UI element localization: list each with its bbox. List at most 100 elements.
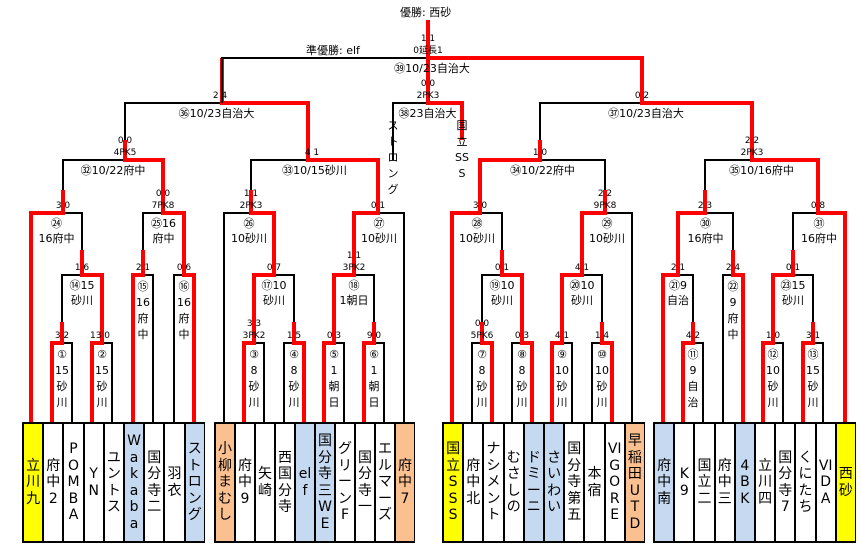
win-path-line: [520, 322, 534, 424]
win-path-line: [771, 250, 795, 322]
match-label: ㉛: [813, 217, 825, 230]
match-label: ⑭15: [69, 279, 95, 292]
win-path-line: [640, 58, 754, 140]
match-label: 16府中: [687, 232, 724, 245]
team-box: 府中三: [713, 422, 735, 543]
match-label: 砂川: [491, 294, 513, 307]
match-label: ㉒9府中: [727, 280, 739, 341]
team-box: 本宿: [583, 422, 605, 543]
pk-score: 3PK2: [242, 331, 266, 341]
match-label: ④8砂川: [288, 348, 300, 409]
team-box: 国立二: [693, 422, 715, 543]
pk-score: 9PK8: [593, 201, 617, 211]
match-score: 1 1: [420, 34, 436, 44]
match-score: 0 2: [634, 91, 650, 101]
team-name: 国分寺二: [147, 449, 162, 516]
win-path-line: [90, 322, 104, 424]
match-label: ⑥1朝日: [368, 348, 380, 409]
win-path-line: [161, 190, 186, 250]
m38-right-team: 国立SSS: [455, 119, 469, 180]
team-name: elf: [298, 466, 312, 499]
win-path-line: [242, 322, 256, 424]
win-path-line: [560, 250, 584, 322]
team-box: ストロング: [183, 422, 205, 543]
win-path-line: [306, 140, 380, 190]
win-path-line: [550, 322, 564, 424]
match-label: 16府中: [801, 232, 837, 245]
match-label: ⑰10: [261, 279, 287, 292]
team-name: 国分寺三WE: [318, 433, 332, 532]
match-label: 自治: [667, 294, 689, 307]
team-box: 矢崎: [254, 422, 275, 543]
team-name: 立川九: [26, 457, 41, 507]
match-score: 2 2: [597, 189, 613, 199]
team-box: ユントス: [102, 422, 124, 543]
win-path-line: [478, 140, 542, 190]
pk-score: 0延長1: [413, 46, 443, 56]
match-score: 9 0: [366, 331, 382, 341]
team-box: ドミーニ: [522, 422, 544, 543]
match-score: 0 1: [785, 263, 801, 273]
m38-left-team: ストロング: [387, 119, 399, 196]
team-box: 西国分寺: [274, 422, 295, 543]
team-box: さいわい: [543, 422, 565, 543]
team-box: 4BK: [733, 422, 755, 543]
team-box: 府中9: [234, 422, 255, 543]
pk-score: 7PK8: [151, 201, 175, 211]
team-box: VIDA: [814, 422, 836, 543]
match-score: 0 7: [266, 263, 282, 273]
team-name: 府中北: [466, 457, 481, 507]
match-label: ㉟10/16府中: [729, 164, 794, 177]
match-score: 0 8: [810, 201, 826, 211]
team-name: 早稲田UTD: [627, 433, 642, 532]
match-score: 2 2: [744, 136, 760, 146]
team-box: 府中北: [462, 422, 484, 543]
team-name: ナシメント: [486, 441, 501, 524]
win-path-line: [661, 250, 680, 424]
match-label: ㉔: [51, 217, 62, 230]
team-box: 国分寺三WE: [314, 422, 335, 543]
match-label: ⑩10砂川: [595, 348, 609, 409]
win-path-line: [29, 190, 65, 424]
match-label: 砂川: [571, 294, 593, 307]
match-label: ⑫10砂川: [766, 348, 780, 409]
team-name: 国分寺一: [358, 449, 372, 516]
match-score: 1 6: [74, 263, 90, 273]
team-name: 府中9: [238, 457, 252, 507]
team-name: 4BK: [740, 457, 750, 507]
team-name: 府中南: [657, 457, 672, 507]
team-name: ユントス: [106, 449, 121, 516]
team-box: ナシメント: [482, 422, 504, 543]
win-path-line: [352, 190, 380, 250]
win-path-line: [50, 322, 64, 424]
match-label: 16府中: [38, 232, 75, 245]
champion-label: 優勝: 西砂: [400, 6, 452, 19]
win-path-line: [480, 322, 494, 424]
match-score: 2 4: [725, 263, 741, 273]
team-box: POMBA: [62, 422, 84, 543]
team-name: ストロング: [187, 441, 202, 524]
team-name: 国分寺第五: [567, 441, 582, 524]
team-box: 立川九: [22, 422, 44, 543]
team-box: エルマーズ: [374, 422, 395, 543]
team-box: 国分寺一: [354, 422, 375, 543]
win-path-line: [676, 190, 707, 250]
team-box: VIGORE: [603, 422, 625, 543]
match-score: 0 3: [514, 331, 530, 341]
match-label: 府中: [152, 232, 175, 245]
match-score: 3 0: [55, 201, 71, 211]
match-score: 3 1: [805, 331, 821, 341]
win-path-line: [426, 74, 464, 140]
team-box: 府中7: [394, 422, 415, 543]
match-label: ⑬15砂川: [806, 348, 820, 409]
team-name: Wakaba: [127, 433, 142, 532]
team-name: POMBA: [67, 441, 80, 524]
win-path-line: [750, 140, 820, 190]
win-path-line: [362, 322, 376, 424]
match-score: 3 2: [54, 331, 70, 341]
match-label: 10砂川: [231, 232, 267, 245]
win-path-line: [292, 322, 306, 424]
team-name: 府中7: [398, 457, 412, 507]
match-score: 1 0: [532, 148, 548, 158]
team-name: 小柳まむし: [218, 441, 232, 524]
